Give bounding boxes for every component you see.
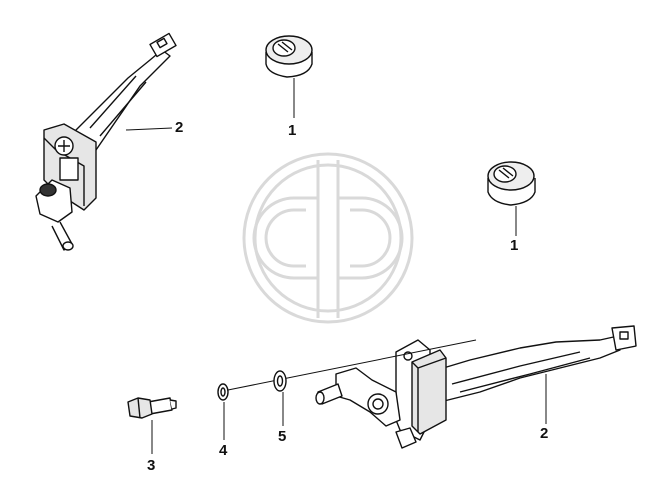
callout-2-lower: 2 (540, 425, 549, 442)
callout-1-lower: 1 (510, 237, 519, 254)
bump-stop-lower (487, 161, 536, 206)
washer-large (273, 370, 287, 392)
callout-3: 3 (147, 457, 156, 474)
watermark-logo (242, 152, 414, 324)
callout-5: 5 (278, 428, 287, 445)
bump-stop-upper (265, 35, 313, 78)
washer-small (217, 383, 229, 401)
callout-4: 4 (219, 442, 228, 459)
callout-1-upper: 1 (288, 122, 297, 139)
door-check-strap-upper (35, 32, 177, 251)
leader-line-2a (125, 127, 173, 131)
door-check-strap-lower (315, 325, 637, 449)
bolt (127, 397, 177, 419)
callout-2-upper: 2 (175, 119, 184, 136)
alignment-line (227, 339, 477, 391)
